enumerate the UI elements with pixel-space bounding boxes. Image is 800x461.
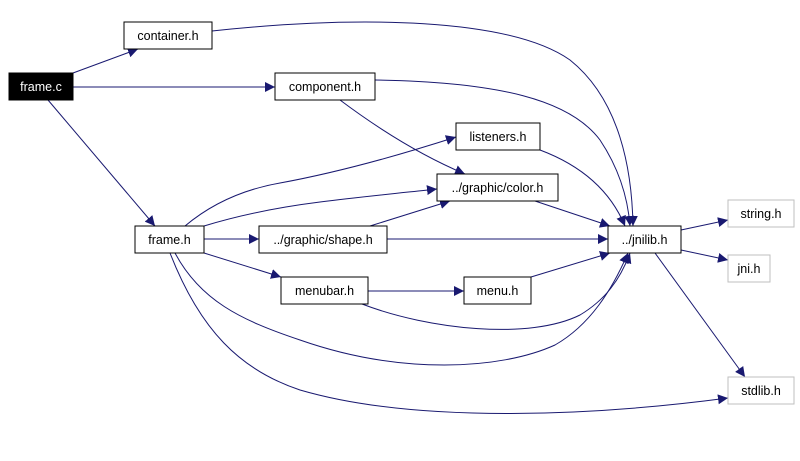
node-label: component.h (289, 80, 361, 94)
node-component-h[interactable]: component.h (274, 72, 376, 101)
node-label: string.h (741, 207, 782, 221)
edge-frame-h-to-listeners-h (184, 135, 457, 227)
node-label: menu.h (477, 284, 519, 298)
node-color-h[interactable]: ../graphic/color.h (436, 173, 559, 202)
node-menu-h[interactable]: menu.h (463, 276, 532, 305)
node-label: jni.h (737, 262, 761, 276)
node-label: ../graphic/shape.h (273, 233, 372, 247)
node-box (134, 225, 205, 254)
node-box (436, 173, 559, 202)
node-box (463, 276, 532, 305)
node-label: frame.h (148, 233, 190, 247)
node-frame-h[interactable]: frame.h (134, 225, 205, 254)
edge-component-h-to-color-h (339, 99, 466, 175)
nodes-layer: frame.c container.h component.h listeners.h… (8, 21, 795, 405)
node-listeners-h[interactable]: listeners.h (455, 122, 541, 151)
node-shape-h[interactable]: ../graphic/shape.h (258, 225, 388, 254)
node-box (123, 21, 213, 50)
edge-frame-h-to-jnilib-h (174, 252, 629, 366)
node-menubar-h[interactable]: menubar.h (280, 276, 369, 305)
edge-frame-h-to-menubar-h (203, 252, 282, 279)
edge-container-h-to-jnilib-h (211, 21, 638, 227)
edge-listeners-h-to-jnilib-h (539, 149, 626, 227)
edge-menu-h-to-jnilib-h (530, 251, 611, 278)
node-box (607, 225, 682, 254)
edges-layer (47, 21, 746, 414)
edge-menubar-h-to-jnilib-h (361, 252, 632, 330)
node-jnilib-h[interactable]: ../jnilib.h (607, 225, 682, 254)
edge-component-h-to-jnilib-h (374, 79, 635, 227)
node-box (280, 276, 369, 305)
node-label: stdlib.h (741, 384, 781, 398)
edge-jnilib-h-to-string-h (680, 217, 729, 231)
node-box (455, 122, 541, 151)
node-box (727, 376, 795, 405)
node-label: frame.c (20, 80, 62, 94)
node-box (727, 199, 795, 228)
node-jni-h[interactable]: jni.h (727, 254, 771, 283)
edge-shape-h-to-color-h (369, 199, 451, 227)
node-frame-c[interactable]: frame.c (8, 72, 74, 101)
edge-frame-h-to-color-h (203, 185, 438, 227)
node-box (8, 72, 74, 101)
node-container-h[interactable]: container.h (123, 21, 213, 50)
edge-frame-c-to-frame-h (47, 99, 156, 227)
node-label: listeners.h (470, 130, 527, 144)
node-label: menubar.h (295, 284, 354, 298)
node-box (258, 225, 388, 254)
node-label: container.h (137, 29, 198, 43)
edge-jnilib-h-to-stdlib-h (654, 252, 746, 378)
node-stdlib-h[interactable]: stdlib.h (727, 376, 795, 405)
node-string-h[interactable]: string.h (727, 199, 795, 228)
node-box (274, 72, 376, 101)
edge-frame-h-to-stdlib-h (169, 252, 729, 414)
edge-jnilib-h-to-jni-h (680, 249, 729, 263)
node-label: ../jnilib.h (622, 233, 668, 247)
node-label: ../graphic/color.h (452, 181, 544, 195)
node-box (727, 254, 771, 283)
edge-frame-c-to-container-h (72, 47, 139, 74)
edge-color-h-to-jnilib-h (534, 200, 611, 228)
